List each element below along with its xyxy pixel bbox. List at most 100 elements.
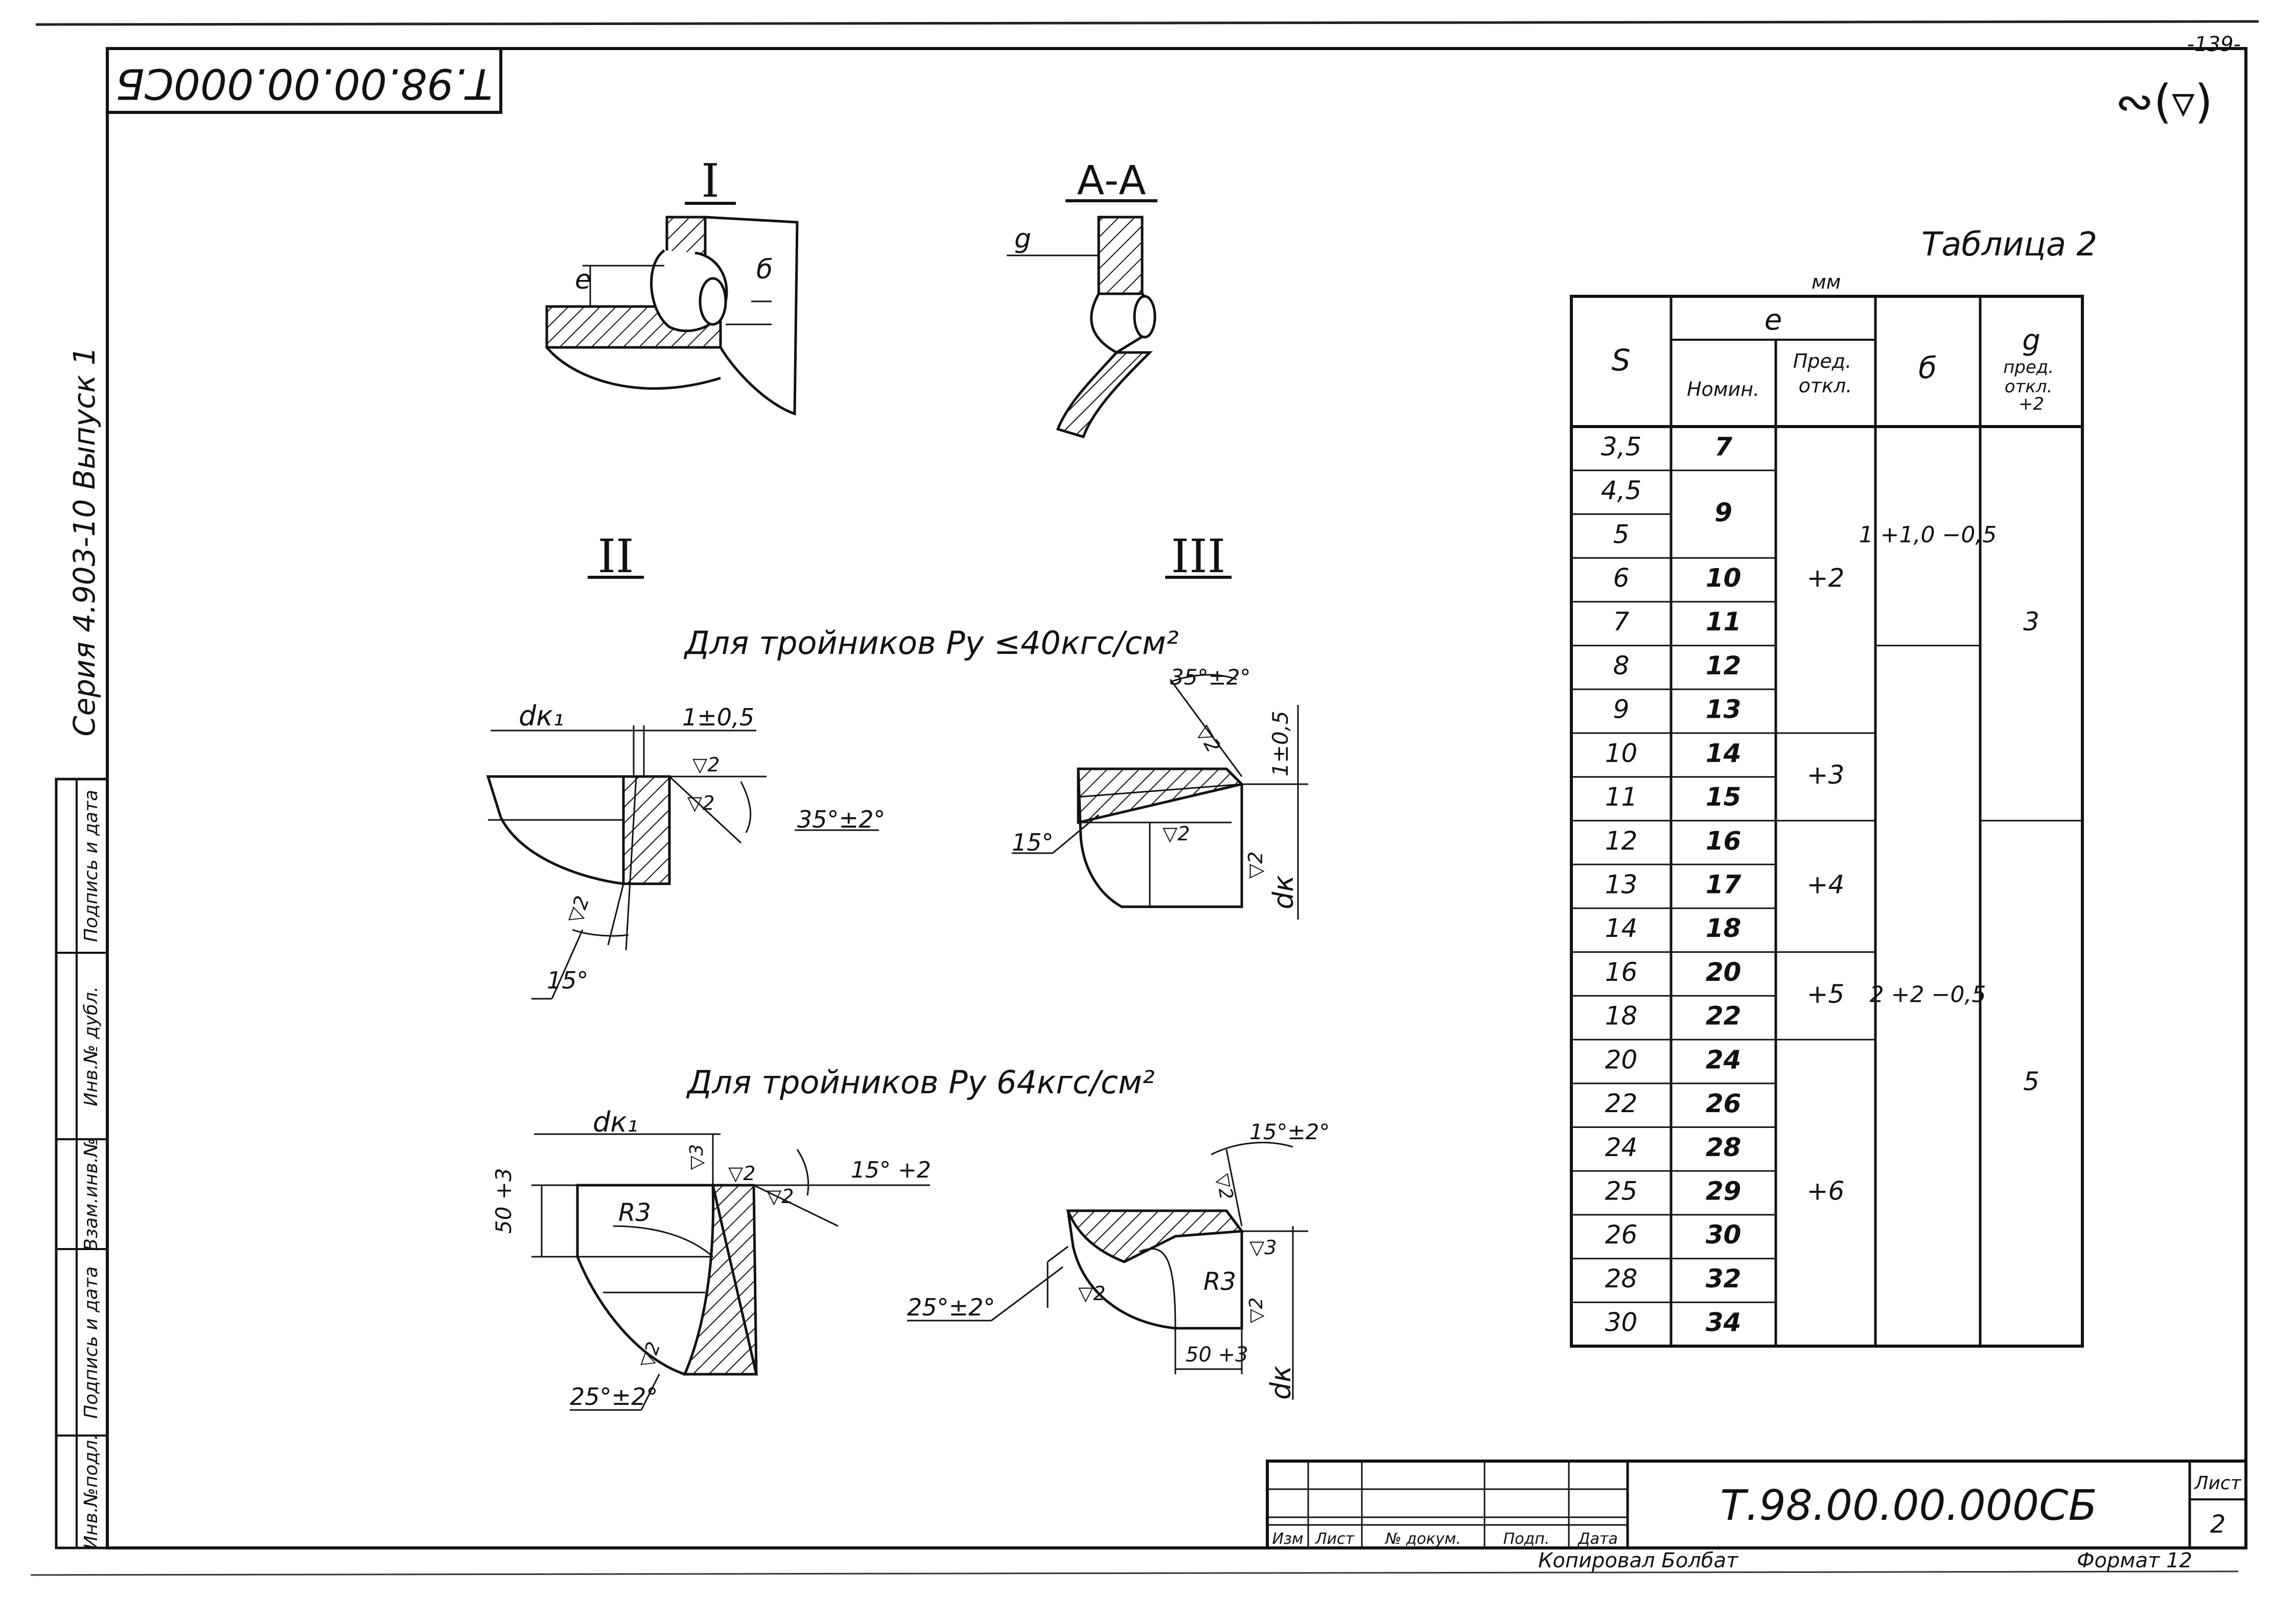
table-cell-s: 24: [1605, 1133, 1638, 1162]
strip-field-4: Подпись и дата: [81, 1266, 102, 1419]
table-cell-e-nom: 17: [1706, 870, 1742, 900]
table-cell-e-nom: 16: [1706, 826, 1742, 856]
table-cell-s: 30: [1605, 1308, 1638, 1337]
d3-radius: R3: [618, 1198, 651, 1227]
table-cell-g: 5: [2023, 1067, 2039, 1096]
table-cell-s: 3,5: [1601, 432, 1642, 461]
table-cell-e-nom: 34: [1706, 1308, 1742, 1337]
tb-sheet-no: 2: [2210, 1510, 2226, 1539]
table-cell-s: 10: [1605, 738, 1638, 768]
table-cell-s: 16: [1605, 957, 1638, 987]
table-cell-e-nom: 24: [1706, 1045, 1742, 1074]
table-cell-e-nom: 12: [1706, 651, 1742, 680]
d4-angle: 25°±2°: [907, 1294, 995, 1321]
note-py-64: Для тройников Рy 64кгс/см²: [686, 1064, 1155, 1101]
th-e: e: [1765, 303, 1782, 337]
strip-field-1: Подпись и дата: [81, 790, 102, 942]
d3-rough-3: ▽2: [767, 1185, 794, 1208]
bottom-trim-line: [30, 1570, 2239, 1576]
view-AA-label-g: g: [1014, 224, 1031, 254]
table-cell-e-nom: 11: [1706, 607, 1742, 637]
table-unit: мм: [1812, 271, 1841, 293]
d2-rough-1: ▽2: [1192, 722, 1225, 757]
view-AA: А-А g: [1007, 158, 1157, 439]
d1-rough-2: ▽2: [687, 792, 714, 814]
table-cell-e-nom: 22: [1706, 1001, 1742, 1031]
table-cell-s: 25: [1605, 1177, 1638, 1206]
d2-dk: dк: [1267, 875, 1300, 909]
top-trim-line: [35, 20, 2259, 26]
table-cell-e-nom: 29: [1706, 1177, 1742, 1206]
tb-sheet-label: Лист: [2193, 1473, 2241, 1494]
table-cell-s: 18: [1605, 1001, 1638, 1031]
th-e-dev: Пред. откл.: [1793, 350, 1858, 397]
d1-dk1: dк₁: [519, 700, 564, 732]
table-cell-e-nom: 10: [1706, 563, 1742, 593]
table-cell-g: 3: [2023, 607, 2039, 637]
table-cell-s: 12: [1605, 826, 1638, 856]
d1-angle: 35°±2°: [797, 806, 885, 833]
table-cell-e-nom: 9: [1714, 498, 1732, 527]
tb-col-sign: Подп.: [1503, 1530, 1550, 1548]
d4-angle-top: 15°±2°: [1249, 1119, 1330, 1144]
view-I-label-b: б: [756, 254, 773, 285]
table-cell-s: 6: [1613, 563, 1630, 593]
d3-rough-4: ▽2: [636, 1339, 665, 1371]
tb-col-doc: № докум.: [1384, 1530, 1461, 1548]
strip-field-2: Инв.№ дубл.: [81, 986, 102, 1107]
top-stamp-text: Т.98.00.00.000СБ: [115, 59, 492, 108]
table-title: Таблица 2: [1921, 226, 2097, 264]
table-2: Таблица 2 мм S e Номин. Пред. откл. б g …: [1570, 226, 2097, 1348]
table-cell-s: 5: [1613, 520, 1630, 549]
table-cell-e-nom: 14: [1706, 738, 1742, 768]
th-s: S: [1612, 343, 1631, 378]
view-III-title: III: [1171, 530, 1226, 583]
d3-angle-top: 15° +2: [851, 1157, 931, 1183]
d2-gap: 1±0,5: [1268, 711, 1293, 777]
strip-field-3: Взам.инв.№: [81, 1138, 102, 1251]
d3-dim: 50 +3: [491, 1168, 516, 1234]
view-I: I e б: [545, 154, 799, 416]
tb-col-izm: Изм: [1272, 1530, 1303, 1548]
tb-col-list: Лист: [1315, 1530, 1355, 1548]
d3-rough-2: ▽2: [728, 1162, 755, 1185]
view-AA-title: А-А: [1077, 158, 1146, 204]
table-cell-e-nom: 20: [1706, 957, 1742, 987]
table-cell-e-dev: +4: [1807, 870, 1845, 900]
note-py-40: Для тройников Рy ≤40кгс/см²: [683, 624, 1179, 662]
roughness-mark: ∾(▿): [2115, 75, 2213, 129]
tb-col-date: Дата: [1577, 1530, 1618, 1548]
th-b: б: [1918, 350, 1937, 385]
d3-dk1: dк₁: [593, 1106, 638, 1138]
view-I-label-e: e: [575, 265, 591, 295]
view-II-title: II: [597, 530, 634, 583]
table-cell-e-dev: +2: [1807, 563, 1845, 593]
d1-rough-3: ▽2: [563, 893, 594, 926]
table-cell-e-dev: +6: [1807, 1177, 1845, 1206]
d1-gap: 1±0,5: [682, 703, 754, 731]
detail-III-64: 15°±2° ▽2 ▽3 R3 ▽2 ▽2 25°±2° 50 +3 dк: [907, 1119, 1330, 1400]
table-cell-e-nom: 30: [1706, 1220, 1742, 1250]
d3-angle: 25°±2°: [570, 1383, 658, 1410]
d4-radius: R3: [1203, 1267, 1236, 1296]
table-body: 3,54,55678910111213141618202224252628307…: [1571, 432, 2082, 1337]
d4-rough-4: ▽2: [1078, 1282, 1105, 1305]
table-cell-s: 11: [1605, 782, 1638, 812]
d2-rough-3: ▽2: [1244, 852, 1267, 879]
table-cell-s: 22: [1605, 1089, 1638, 1118]
table-cell-s: 7: [1613, 607, 1630, 637]
series-label: Серия 4.903-10 Выпуск 1: [67, 346, 102, 736]
view-I-title: I: [701, 154, 720, 208]
detail-II-64: dк₁ ▽3 ▽2 ▽2 15° +2 50 +3 R3 ▽2 25°±2°: [491, 1106, 931, 1411]
title-block: Изм Лист № докум. Подп. Дата Т.98.00.00.…: [1266, 1460, 2247, 1572]
table-cell-s: 13: [1605, 870, 1638, 900]
table-cell-e-nom: 26: [1706, 1089, 1742, 1118]
th-e-nom: Номин.: [1687, 378, 1759, 401]
table-cell-e-nom: 13: [1706, 695, 1742, 724]
d3-rough-1: ▽3: [686, 1144, 707, 1170]
table-cell-b: 1 +1,0 −0,5: [1859, 522, 1997, 548]
detail-II-40: dк₁ 1±0,5 ▽2 ▽2 ▽2 35°±2° 15°: [486, 700, 885, 1000]
d4-rough-1: ▽2: [1212, 1172, 1237, 1201]
left-strip: [55, 778, 109, 1549]
